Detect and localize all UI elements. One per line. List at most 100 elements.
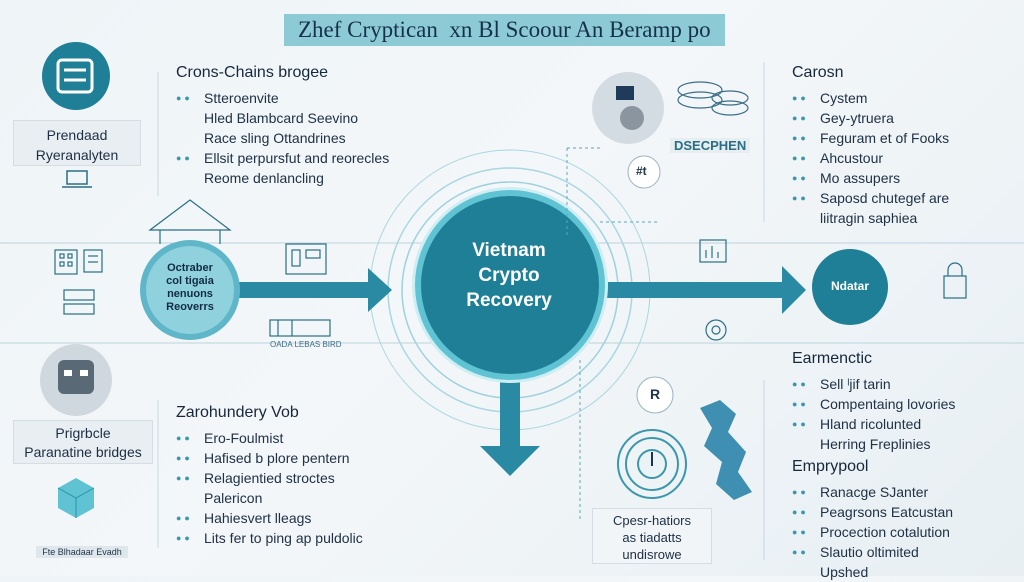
left-node-line-3: nenuons [167,288,213,300]
section-earmenctic-title: Earmenctic [792,350,873,367]
section-carosn: Carosn ●●Cystem●●Gey-ytruera●●Feguram et… [792,64,949,228]
bullet-icon: ●● [792,399,809,409]
document-icon [83,249,103,273]
list-item: ●●Procection cotalution [792,522,953,542]
hash-badge [627,155,661,189]
bottom-center-label-box: Cpesr-hatiors as tiadatts undisrowe [592,508,712,564]
bullet-icon: ●● [792,507,809,517]
arrow-left-in [180,268,392,312]
left-node-line-1: Octraber [167,262,213,274]
center-line-1: Vietnam [472,240,546,261]
list-item-text: Compentaing lovories [820,396,956,412]
right-node-circle [812,249,888,325]
building-icon [54,249,78,275]
lab-icon [269,319,331,337]
list-item: ●● Slautio oltimited [792,542,953,562]
list-item-text: Ahcustour [820,150,884,166]
list-item: ●● Cystem [792,88,949,108]
list-item-text: Hled Blambcard Seevino [204,110,359,126]
list-item: ●●Mo assupers [792,168,949,188]
roof-icon [148,199,232,244]
bottom-center-line-3: undisrowe [622,547,682,562]
vault-dial-icon [617,429,687,499]
left-node-line-2: col tigaia [166,275,214,287]
section-carosn-title: Carosn [792,64,844,81]
list-item: ●●Lits fer to ping ap puldolic [176,528,363,548]
list-item: ●●Ranacge SJanter [792,482,953,502]
list-item: ●● Relagientied stroctes [176,468,363,488]
center-circle-rim [415,190,605,380]
map-icon [700,400,752,500]
left-bottom-line-2: Paranatine bridges [24,444,142,460]
r-badge [636,376,674,414]
list-item: Upshed [792,562,953,582]
bullet-icon: ●● [792,419,809,429]
list-item-text: Palericon [204,490,263,506]
list-item-text: Sell ˡjif tarin [820,376,891,392]
section-carosn-list: ●●Cystem●●Gey-ytruera●●Feguram et of Foo… [792,88,949,228]
bullet-icon: ●● [176,153,193,163]
section-zarohundery-list: ●● Ero-Foulmist ●● Hafised b plore pentern ●… [176,428,363,548]
left-top-line-2: Ryeranalyten [35,147,119,163]
right-node-label: Ndatar [830,279,869,293]
laptop-icon [62,170,92,188]
bullet-icon: ●● [792,487,809,497]
dsecphen-label: DSECPHEN [670,138,751,153]
bottom-center-line-2: as tiadatts [622,530,682,545]
bullet-icon: ●● [792,193,809,203]
bullet-icon: ●● [176,513,193,523]
gear-chain-icon [42,42,110,110]
list-item-text: liitragin saphiea [820,210,918,226]
gear-icon [705,319,727,341]
list-item-text: Stteroenvite [204,90,279,106]
bullet-icon: ●● [792,133,809,143]
list-item-text: Peagrsons Eatcustan [820,504,954,520]
section-emprypool-title: Emprypool [792,458,869,475]
center-line-3: Recovery [466,290,552,311]
list-item-text: Hafised b plore pentern [204,450,350,466]
bullet-icon: ●● [792,527,809,537]
list-item-text: Ero-Foulmist [204,430,284,446]
section-earmenctic: Earmenctic ●●Sell ˡjif tarin●●Compentain… [792,350,955,454]
list-item: Hled Blambcard Seevino [176,108,389,128]
list-item-text: Herring Freplinies [820,436,931,452]
left-bottom-label-box: Prigrbcle Paranatine bridges [13,420,153,464]
list-item-text: Cystem [820,90,868,106]
list-item-text: Slautio oltimited [820,544,919,560]
list-item: ●●Gey-ytruera [792,108,949,128]
bullet-icon: ●● [792,93,809,103]
section-earmenctic-list: ●●Sell ˡjif tarin●●Compentaing lovories●… [792,374,955,454]
center-node-label: Vietnam Crypto Recovery [424,238,594,313]
list-item-text: Mo assupers [820,170,901,186]
left-node-line-4: Reoverrs [166,301,214,313]
center-line-2: Crypto [478,265,540,286]
r-badge-label: R [650,386,661,402]
list-item: ●●Hahiesvert lleags [176,508,363,528]
list-item: ●● Feguram et of Fooks [792,128,949,148]
section-zarohundery-title: Zarohundery Vob [176,404,299,421]
list-item: Herring Freplinies [792,434,955,454]
left-top-label-box: Prendaad Ryeranalyten [13,120,141,166]
list-item: ●● Peagrsons Eatcustan [792,502,953,522]
coin-stack-icon [677,81,749,116]
list-item: ●●Saposd chutegef are [792,188,949,208]
server-icon [63,289,95,315]
bullet-icon: ●● [176,473,193,483]
list-item: ●●Ellsit perpursfut and reorecles [176,148,389,168]
list-item-text: Gey-ytruera [820,110,894,126]
list-item-text: Feguram et of Fooks [820,130,950,146]
lock-icon [943,262,967,299]
section-emprypool-list: ●●Ranacge SJanter●●Peagrsons Eatcustan●●… [792,482,953,582]
list-item: ●●Stteroenvite [176,88,389,108]
list-item-text: Relagientied stroctes [204,470,335,486]
list-item-text: Lits fer to ping ap puldolic [204,530,363,546]
robot-head-icon [40,344,112,416]
bullet-icon: ●● [792,547,809,557]
list-item-text: Hland ricolunted [820,416,922,432]
arrow-down [480,360,540,476]
list-item: ●●Sell ˡjif tarin [792,374,955,394]
device-icon [285,243,327,275]
